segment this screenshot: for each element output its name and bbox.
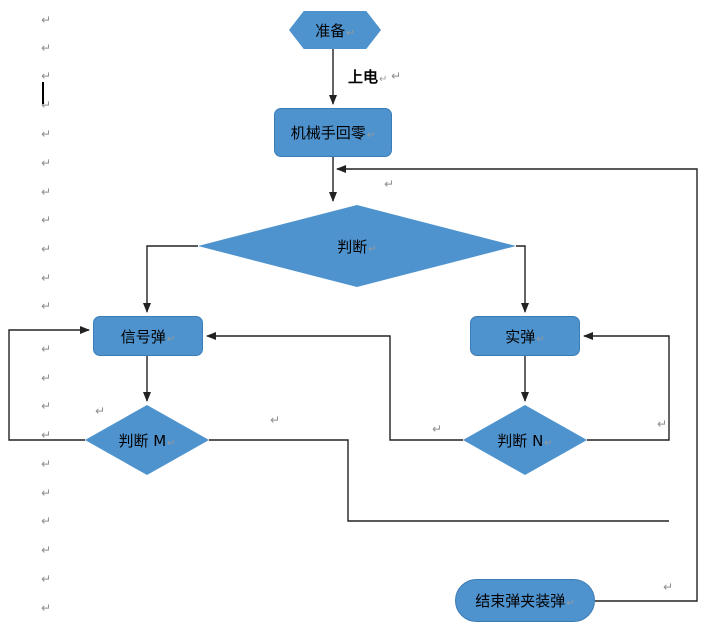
paragraph-mark-icon: ↵ bbox=[41, 213, 52, 227]
node-live[interactable]: 实弹↵ bbox=[470, 316, 580, 356]
edge-judgen-loop-to-live bbox=[583, 332, 670, 441]
edge-judgen-to-flare bbox=[206, 332, 463, 441]
edge-judgem-to-finish bbox=[209, 439, 669, 522]
node-finish[interactable]: 结束弹夹装弹↵ bbox=[455, 579, 595, 622]
paragraph-mark-icon: ↵ bbox=[41, 156, 52, 170]
text-cursor bbox=[42, 82, 44, 104]
paragraph-mark-icon: ↵ bbox=[41, 514, 52, 528]
paragraph-mark-icon: ↵ bbox=[41, 457, 52, 471]
paragraph-mark-icon: ↵ bbox=[41, 543, 52, 557]
paragraph-mark-icon: ↵ bbox=[432, 422, 443, 436]
paragraph-mark-icon: ↵ bbox=[95, 404, 106, 418]
paragraph-mark-icon: ↵ bbox=[536, 333, 545, 345]
paragraph-mark-icon: ↵ bbox=[379, 74, 388, 85]
node-judge-n-label: 判断 N bbox=[497, 431, 544, 450]
paragraph-mark-icon: ↵ bbox=[657, 417, 668, 431]
paragraph-mark-icon: ↵ bbox=[167, 437, 176, 449]
paragraph-mark-icon: ↵ bbox=[663, 580, 674, 594]
node-flare-label: 信号弹 bbox=[120, 327, 166, 346]
node-homing[interactable]: 机械手回零↵ bbox=[274, 108, 392, 157]
paragraph-mark-icon: ↵ bbox=[41, 601, 52, 615]
paragraph-mark-icon: ↵ bbox=[41, 342, 52, 356]
paragraph-mark-icon: ↵ bbox=[391, 69, 402, 83]
paragraph-mark-icon: ↵ bbox=[41, 69, 52, 83]
paragraph-mark-icon: ↵ bbox=[41, 371, 52, 385]
paragraph-mark-icon: ↵ bbox=[368, 243, 377, 255]
paragraph-mark-icon: ↵ bbox=[41, 127, 52, 141]
paragraph-mark-icon: ↵ bbox=[41, 299, 52, 313]
paragraph-mark-icon: ↵ bbox=[41, 41, 52, 55]
edge-label-power-on-text: 上电 bbox=[348, 68, 379, 86]
edge-finish-to-homing bbox=[336, 165, 698, 602]
edge-judge-to-live bbox=[516, 245, 529, 313]
paragraph-mark-icon: ↵ bbox=[41, 13, 52, 27]
paragraph-mark-icon: ↵ bbox=[384, 177, 395, 191]
edge-label-power-on: 上电↵ bbox=[348, 66, 387, 87]
edge-judge-to-flare bbox=[143, 245, 198, 313]
paragraph-mark-icon: ↵ bbox=[41, 242, 52, 256]
node-judge-m-label: 判断 M bbox=[118, 431, 167, 450]
paragraph-mark-icon: ↵ bbox=[166, 333, 176, 345]
node-judge-label: 判断 bbox=[337, 237, 368, 256]
paragraph-mark-icon: ↵ bbox=[41, 486, 52, 500]
edge-judgem-loop-to-flare bbox=[8, 326, 90, 441]
paragraph-mark-icon: ↵ bbox=[366, 130, 376, 141]
node-start[interactable]: 准备↵ bbox=[289, 11, 381, 49]
paragraph-mark-icon: ↵ bbox=[544, 437, 553, 449]
node-start-label: 准备 bbox=[315, 21, 346, 40]
paragraph-mark-icon: ↵ bbox=[41, 572, 52, 586]
paragraph-mark-icon: ↵ bbox=[41, 428, 52, 442]
node-finish-label: 结束弹夹装弹 bbox=[475, 592, 566, 610]
node-flare[interactable]: 信号弹↵ bbox=[93, 316, 203, 356]
paragraph-mark-icon: ↵ bbox=[41, 271, 52, 285]
paragraph-mark-icon: ↵ bbox=[566, 598, 575, 609]
paragraph-mark-icon: ↵ bbox=[41, 399, 52, 413]
paragraph-mark-icon: ↵ bbox=[270, 413, 281, 427]
paragraph-mark-icon: ↵ bbox=[346, 27, 355, 39]
node-live-label: 实弹 bbox=[505, 327, 536, 346]
paragraph-mark-icon: ↵ bbox=[41, 98, 52, 112]
paragraph-mark-icon: ↵ bbox=[41, 185, 52, 199]
node-homing-label: 机械手回零 bbox=[290, 124, 366, 142]
